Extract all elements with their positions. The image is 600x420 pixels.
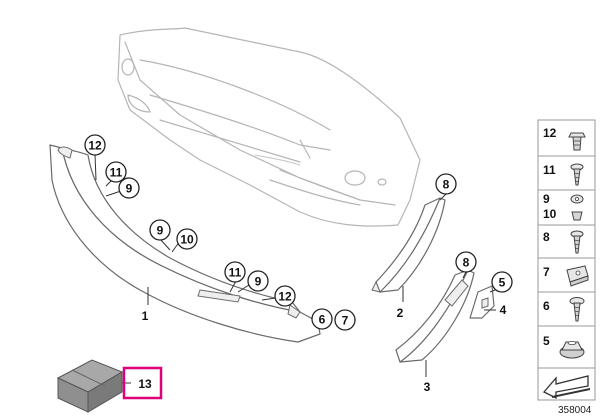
screw-icon xyxy=(569,297,585,322)
highlight-box-13 xyxy=(122,366,163,400)
label-3: 3 xyxy=(424,380,431,394)
callout-11-lower: 11 xyxy=(224,261,246,283)
panel-label-6: 6 xyxy=(543,299,550,313)
part-13-kit-box xyxy=(56,359,124,413)
part-2-corner-trim xyxy=(371,197,446,293)
callout-7: 7 xyxy=(334,309,356,331)
callout-9-upper: 9 xyxy=(118,177,140,199)
screw-icon xyxy=(570,163,584,186)
arrow-icon xyxy=(542,375,590,400)
grommet-icon xyxy=(559,340,585,359)
svg-text:5: 5 xyxy=(499,276,506,290)
svg-text:8: 8 xyxy=(443,178,450,192)
nut-screw-icon xyxy=(570,194,584,221)
clip-icon xyxy=(568,132,586,151)
label-4: 4 xyxy=(500,303,507,317)
front-bumper-outline xyxy=(117,27,421,227)
part-4-bracket xyxy=(469,285,495,319)
label-1: 1 xyxy=(142,309,149,323)
diagram-number: 358004 xyxy=(558,405,592,416)
svg-text:11: 11 xyxy=(110,166,123,180)
callout-12-lower: 12 xyxy=(274,285,296,307)
callout-12-upper: 12 xyxy=(84,134,106,156)
hardware-panel: 12 11 9 10 8 xyxy=(537,119,596,401)
callout-10-middle: 10 xyxy=(176,228,198,250)
svg-text:6: 6 xyxy=(319,313,326,327)
callout-9-middle: 9 xyxy=(149,219,171,241)
panel-label-10: 10 xyxy=(543,207,557,221)
callout-9-lower: 9 xyxy=(247,270,269,292)
svg-text:11: 11 xyxy=(229,266,242,280)
panel-label-8: 8 xyxy=(543,230,550,244)
callout-11-upper: 11 xyxy=(105,161,127,183)
panel-label-9: 9 xyxy=(543,192,550,206)
panel-label-12: 12 xyxy=(543,126,557,140)
callout-8-upper: 8 xyxy=(435,173,457,195)
callout-8-lower: 8 xyxy=(455,251,477,273)
label-2: 2 xyxy=(397,306,404,320)
svg-text:12: 12 xyxy=(88,139,102,153)
svg-text:9: 9 xyxy=(157,224,164,238)
svg-text:7: 7 xyxy=(342,314,349,328)
svg-text:9: 9 xyxy=(255,275,262,289)
callout-5: 5 xyxy=(491,271,513,293)
part-3-corner-trim xyxy=(395,269,475,363)
label-13: 13 xyxy=(138,377,152,391)
panel-label-7: 7 xyxy=(543,265,550,279)
callout-6: 6 xyxy=(311,308,333,330)
panel-label-5: 5 xyxy=(543,334,550,348)
svg-text:9: 9 xyxy=(126,182,133,196)
panel-label-11: 11 xyxy=(543,163,556,177)
screw-icon xyxy=(570,230,584,254)
speed-nut-icon xyxy=(566,265,589,287)
svg-text:8: 8 xyxy=(463,256,470,270)
svg-text:12: 12 xyxy=(278,290,292,304)
part-1-bumper-trim xyxy=(49,144,321,343)
svg-text:10: 10 xyxy=(180,233,194,247)
